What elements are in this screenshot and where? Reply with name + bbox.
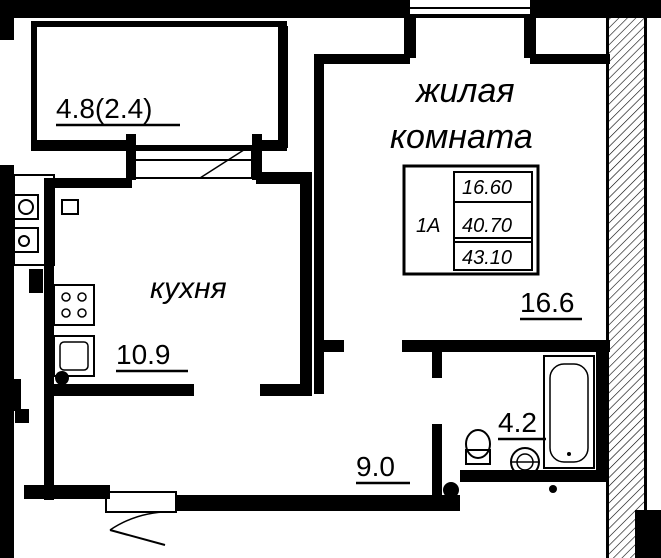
kitchen-name: кухня	[150, 272, 227, 305]
meter-icons	[13, 194, 79, 253]
hall-area: 9.0	[356, 451, 395, 482]
living-room-name-line1: жилая	[414, 72, 515, 110]
living-walls	[314, 54, 610, 394]
bathroom-area: 4.2	[498, 407, 537, 438]
kitchen-walls	[44, 172, 312, 500]
living-room-name-line2: комната	[390, 118, 533, 156]
living-room-area: 16.6	[520, 287, 575, 318]
table-total-with-balcony: 43.10	[462, 247, 512, 269]
corridor-fragments	[7, 174, 55, 423]
stove-icon	[53, 284, 95, 326]
living-window	[404, 7, 536, 58]
table-total-area: 40.70	[462, 215, 512, 237]
toilet-icon	[465, 429, 491, 465]
table-living-area: 16.60	[462, 177, 512, 199]
bathtub-icon	[543, 355, 595, 469]
kitchen-area: 10.9	[116, 339, 171, 370]
kitchen-sink-icon	[53, 335, 95, 385]
balcony-area: 4.8(2.4)	[56, 93, 153, 124]
balcony	[31, 21, 288, 151]
washbasin-icon	[510, 447, 557, 493]
apartment-info-table: 1А 16.60 40.70 43.10	[402, 164, 540, 276]
right-exterior-wall	[606, 18, 661, 558]
balcony-door	[126, 134, 262, 180]
riser-icon	[443, 482, 459, 498]
entrance-door	[105, 491, 177, 546]
bathroom-walls	[432, 340, 608, 502]
apartment-type: 1А	[416, 215, 440, 237]
